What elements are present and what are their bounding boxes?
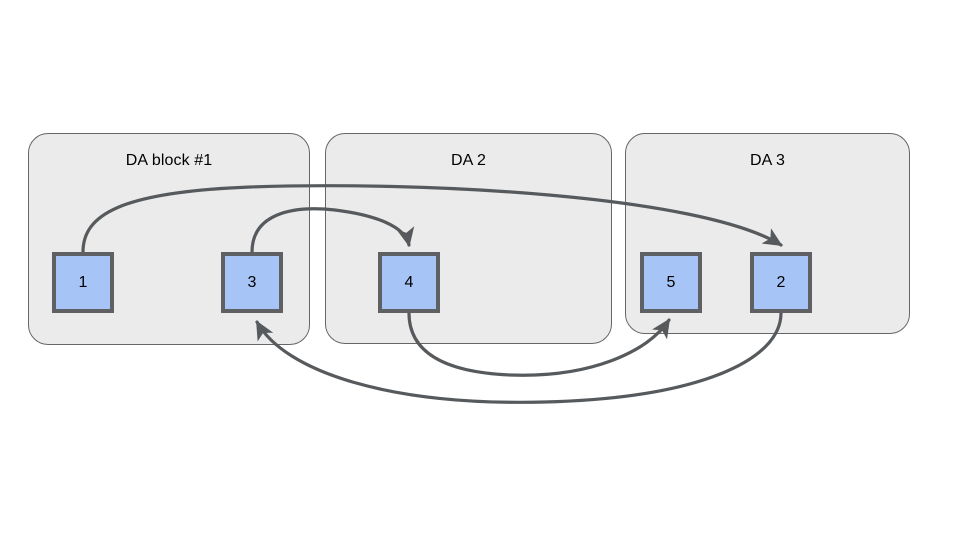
- node-box-5-label: 5: [666, 273, 676, 291]
- node-box-2-label: 2: [776, 273, 786, 291]
- node-box-4[interactable]: 4: [378, 252, 440, 313]
- da-group-1-label: DA block #1: [125, 152, 213, 169]
- da-group-2[interactable]: DA 2: [325, 133, 612, 344]
- node-box-2[interactable]: 2: [750, 252, 812, 313]
- node-box-4-label: 4: [404, 273, 414, 291]
- da-group-3-label: DA 3: [749, 152, 786, 169]
- da-group-2-label: DA 2: [450, 152, 487, 169]
- node-box-3-label: 3: [247, 273, 257, 291]
- node-box-1-label: 1: [78, 273, 88, 291]
- da-group-1[interactable]: DA block #1: [28, 133, 310, 345]
- node-box-5[interactable]: 5: [640, 252, 702, 313]
- node-box-1[interactable]: 1: [52, 252, 114, 313]
- node-box-3[interactable]: 3: [221, 252, 283, 313]
